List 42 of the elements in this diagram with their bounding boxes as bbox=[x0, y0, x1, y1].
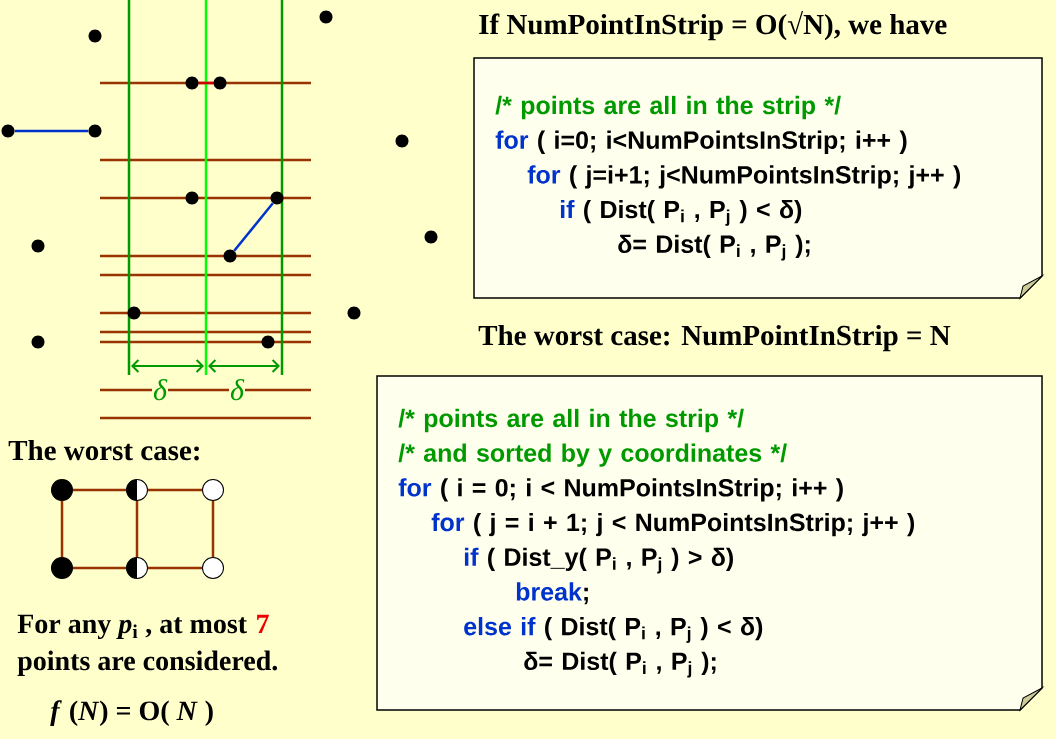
heading-text: 7 bbox=[257, 614, 269, 633]
code-box: /* points are all in the strip */ /* and sorted by y coordinates */ for ( i = 0; i < NumPointsInStrip; i++ ) for ( j = i + 1; j < NumPointsInStrip; j++ ) if ( Dist_y( P$_{i}$ , P$_{j}$ ) > δ) break; else if ( Dist( P$_{i}$ , P$_{j}$ ) < δ) δ= Dist( P$_{i}$ , P$_{j}$ ); bbox=[376, 375, 1043, 711]
heading-text: For any p$_{i}$ , at most bbox=[17, 614, 247, 640]
dimension-label: δ bbox=[152, 378, 168, 402]
connector-line bbox=[135, 501, 139, 557]
point bbox=[31, 335, 45, 349]
point bbox=[347, 306, 361, 320]
point bbox=[51, 557, 73, 579]
connector-line bbox=[73, 488, 126, 492]
point bbox=[88, 29, 102, 43]
connector-line bbox=[211, 501, 215, 557]
point bbox=[51, 479, 73, 501]
point bbox=[185, 191, 199, 205]
point bbox=[202, 557, 224, 579]
point bbox=[126, 479, 148, 501]
point bbox=[213, 76, 227, 90]
connector-line bbox=[14, 129, 89, 133]
point bbox=[1, 124, 15, 138]
point bbox=[126, 557, 148, 579]
heading-text: The worst case: NumPointInStrip = N bbox=[478, 324, 951, 352]
heading-text: The worst case: bbox=[8, 439, 199, 461]
connector-line bbox=[148, 488, 202, 492]
point bbox=[127, 306, 141, 320]
point bbox=[88, 124, 102, 138]
connector-line bbox=[60, 501, 64, 557]
point bbox=[319, 10, 333, 24]
heading-text: points are considered. bbox=[17, 650, 278, 676]
code-box: /* points are all in the strip */ for ( i=0; i<NumPointsInStrip; i++ ) for ( j=i+1; j<NumPointsInStrip; j++ ) if ( Dist( P$_{i}$ , P$_{j}$ ) < δ) δ= Dist( P$_{i}$ , P$_{j}$ ); bbox=[473, 57, 1043, 299]
heading-text: f (N) = O( N ) bbox=[50, 700, 213, 726]
dimension-label: δ bbox=[229, 378, 245, 402]
connector-line bbox=[148, 566, 202, 570]
point bbox=[202, 479, 224, 501]
connector-line bbox=[198, 81, 214, 85]
point bbox=[395, 134, 409, 148]
point bbox=[424, 230, 438, 244]
point bbox=[31, 239, 45, 253]
connector-line bbox=[73, 566, 126, 570]
connector-line bbox=[233, 202, 274, 252]
point bbox=[261, 335, 275, 349]
point bbox=[185, 76, 199, 90]
point bbox=[223, 249, 237, 263]
point bbox=[270, 191, 284, 205]
